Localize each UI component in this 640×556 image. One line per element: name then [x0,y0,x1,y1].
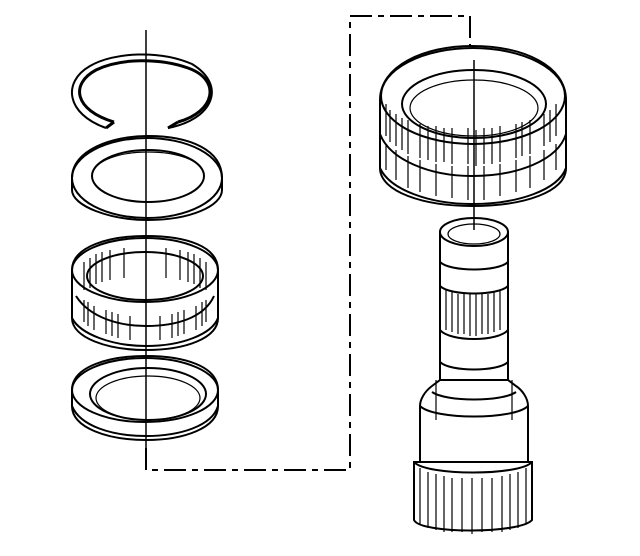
washer-icon [71,134,223,222]
race-icon [71,354,219,442]
ring-gear-icon [379,44,567,208]
bearing-icon [71,234,219,352]
snap-ring-icon [71,53,213,130]
shaft-icon [413,217,533,534]
assembly-connector-line [145,15,471,471]
